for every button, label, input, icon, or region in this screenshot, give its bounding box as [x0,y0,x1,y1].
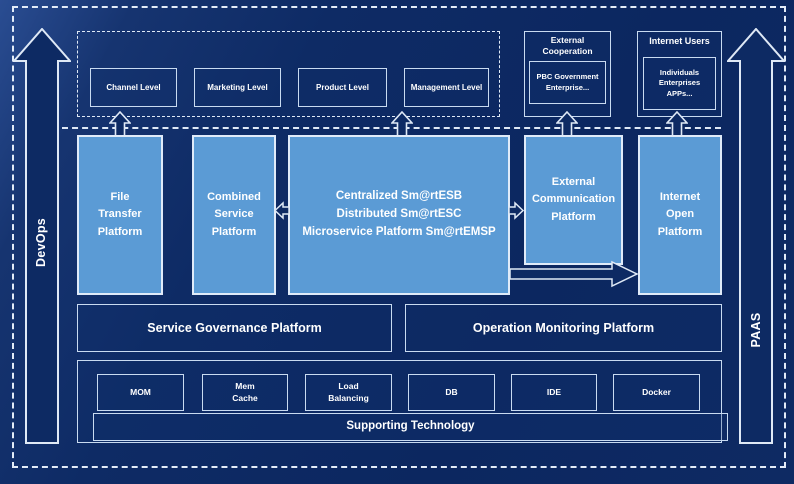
external-cooperation-box: External Cooperation [524,31,611,117]
central-esb-line: Centralized Sm@rtESB [335,190,463,203]
ide-label: IDE [546,386,562,397]
supporting-technology-tray [77,360,722,443]
up-arrow-icon [109,111,131,138]
load-balancing-label: Load Balancing [328,381,369,403]
mom-label: MOM [130,386,151,397]
central-esb-platform-box: Centralized Sm@rtESB Distributed Sm@rtES… [288,135,510,295]
marketing-level-label: Marketing Level [207,82,268,92]
access-layer-dashed-box [77,31,500,117]
channel-level-box: Channel Level [90,68,177,107]
right-arrow-icon [508,201,524,220]
central-esc-line: Distributed Sm@rtESC [336,208,462,221]
access-platform-separator-line [62,127,721,129]
product-level-label: Product Level [316,82,369,92]
internet-open-platform-label: Internet Open Platform [657,191,703,238]
combined-service-platform-box: Combined Service Platform [192,135,276,295]
product-level-box: Product Level [298,68,387,107]
mem-cache-box: Mem Cache [202,374,288,411]
db-label: DB [445,386,458,397]
channel-level-label: Channel Level [106,82,161,92]
outer-dashed-frame [12,6,786,468]
internet-users-members-box: Individuals Enterprises APPs... [643,57,716,110]
external-cooperation-members-label: PBC Government Enterprise... [536,72,599,92]
long-right-arrow-icon [510,260,638,288]
mom-box: MOM [97,374,184,411]
ide-box: IDE [511,374,597,411]
external-cooperation-title: External Cooperation [542,35,593,57]
operation-monitoring-platform-label: Operation Monitoring Platform [472,321,655,335]
central-emsp-line: Microservice Platform Sm@rtEMSP [302,225,496,238]
paas-rail-label: PAAS [749,312,763,348]
docker-box: Docker [613,374,700,411]
management-level-label: Management Level [410,82,483,92]
operation-monitoring-platform-box: Operation Monitoring Platform [405,304,722,352]
internet-users-title: Internet Users [649,36,710,46]
db-box: DB [408,374,495,411]
load-balancing-box: Load Balancing [305,374,392,411]
external-cooperation-members-box: PBC Government Enterprise... [529,61,606,104]
up-arrow-icon [556,111,578,138]
internet-open-platform-box: Internet Open Platform [638,135,722,295]
file-transfer-platform-label: File Transfer Platform [97,191,143,238]
paas-up-arrow-icon [727,28,785,444]
external-communication-platform-box: External Communication Platform [524,135,623,265]
internet-users-members-label: Individuals Enterprises APPs... [658,67,701,98]
devops-rail-label: DevOps [34,217,48,267]
mem-cache-label: Mem Cache [232,381,258,403]
combined-service-platform-label: Combined Service Platform [207,191,261,238]
up-arrow-icon [391,111,413,138]
supporting-technology-banner: Supporting Technology [93,413,728,441]
left-arrow-icon [274,201,290,220]
marketing-level-box: Marketing Level [194,68,281,107]
file-transfer-platform-box: File Transfer Platform [77,135,163,295]
up-arrow-icon [666,111,688,138]
management-level-box: Management Level [404,68,489,107]
supporting-technology-label: Supporting Technology [346,420,475,433]
service-governance-platform-label: Service Governance Platform [147,321,322,335]
external-communication-platform-label: External Communication Platform [531,176,616,223]
docker-label: Docker [642,386,671,397]
internet-users-box: Internet Users [637,31,722,117]
devops-up-arrow-icon [13,28,71,444]
service-governance-platform-box: Service Governance Platform [77,304,392,352]
